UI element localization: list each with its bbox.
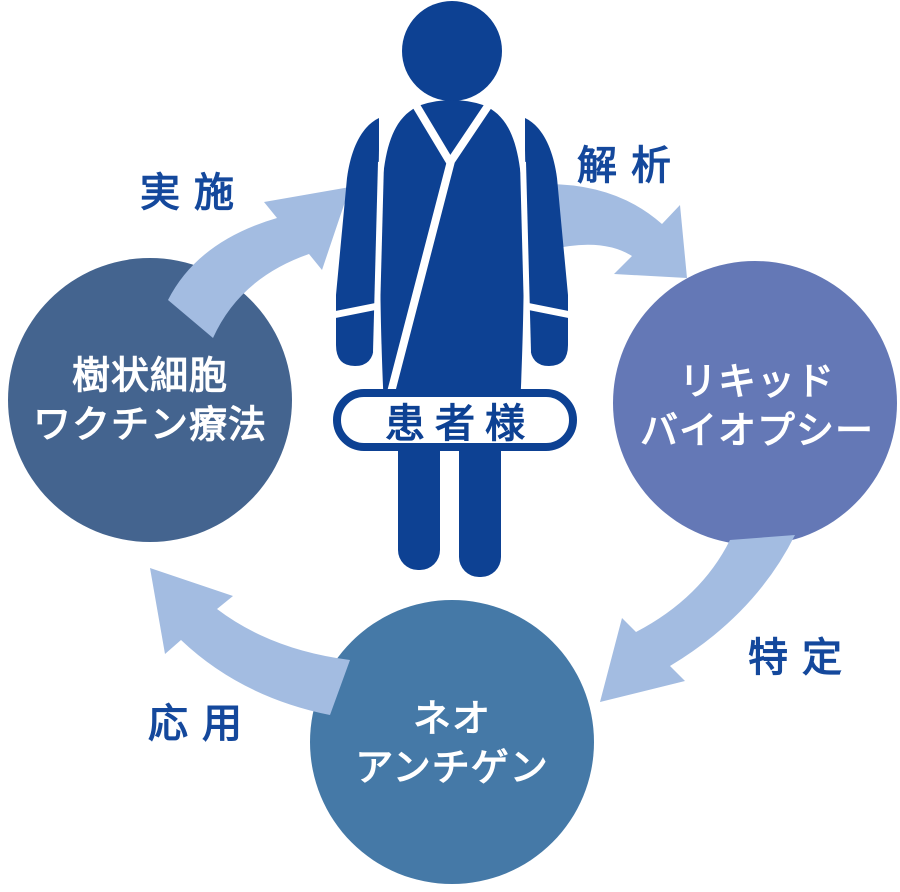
flow-label-identification: 特定 [748, 636, 856, 680]
flow-label-implementation: 実施 [140, 171, 248, 215]
node-label-line1: 樹状細胞 [71, 355, 229, 398]
collar-sash-line [385, 94, 498, 402]
right-arm-seam-line [520, 161, 531, 353]
collar-left-line [407, 94, 454, 165]
patient-figure-icon [332, 1, 572, 577]
left-wrist-line [332, 302, 379, 319]
patient-left-arm [336, 118, 379, 366]
right-wrist-line [525, 302, 572, 319]
node-label-line2: バイオプシー [639, 411, 875, 453]
flow-arrow-analysis [543, 183, 687, 278]
left-arm-seam-line [373, 161, 384, 353]
flow-arrow-identification [600, 535, 795, 702]
patient-right-arm [525, 118, 568, 366]
node-circle-neoantigen [310, 600, 594, 884]
node-label-line1: リキッド [678, 361, 836, 404]
node-label-line2: アンチゲン [355, 748, 549, 790]
patient-torso [380, 100, 524, 448]
node-label-line2: ワクチン療法 [32, 405, 268, 447]
patient-right-leg [459, 428, 501, 577]
patient-head [402, 1, 502, 101]
patient-label-badge: 患者様 [333, 389, 577, 451]
patient-left-leg [398, 428, 440, 570]
node-label-liquid-biopsy: リキッド バイオプシー [640, 359, 874, 458]
node-circle-dendritic-vaccine [8, 258, 292, 542]
node-label-line1: ネオ [412, 698, 492, 741]
flow-label-application: 応用 [148, 702, 256, 746]
flow-arrow-application [150, 568, 350, 715]
flow-arrow-implementation [168, 187, 350, 338]
patient-label: 患者様 [385, 402, 535, 446]
node-label-neoantigen: ネオ アンチゲン [355, 696, 548, 795]
flow-label-analysis: 解析 [577, 144, 685, 188]
node-circle-liquid-biopsy [613, 261, 897, 545]
node-label-dendritic-vaccine: 樹状細胞 ワクチン療法 [33, 353, 267, 452]
